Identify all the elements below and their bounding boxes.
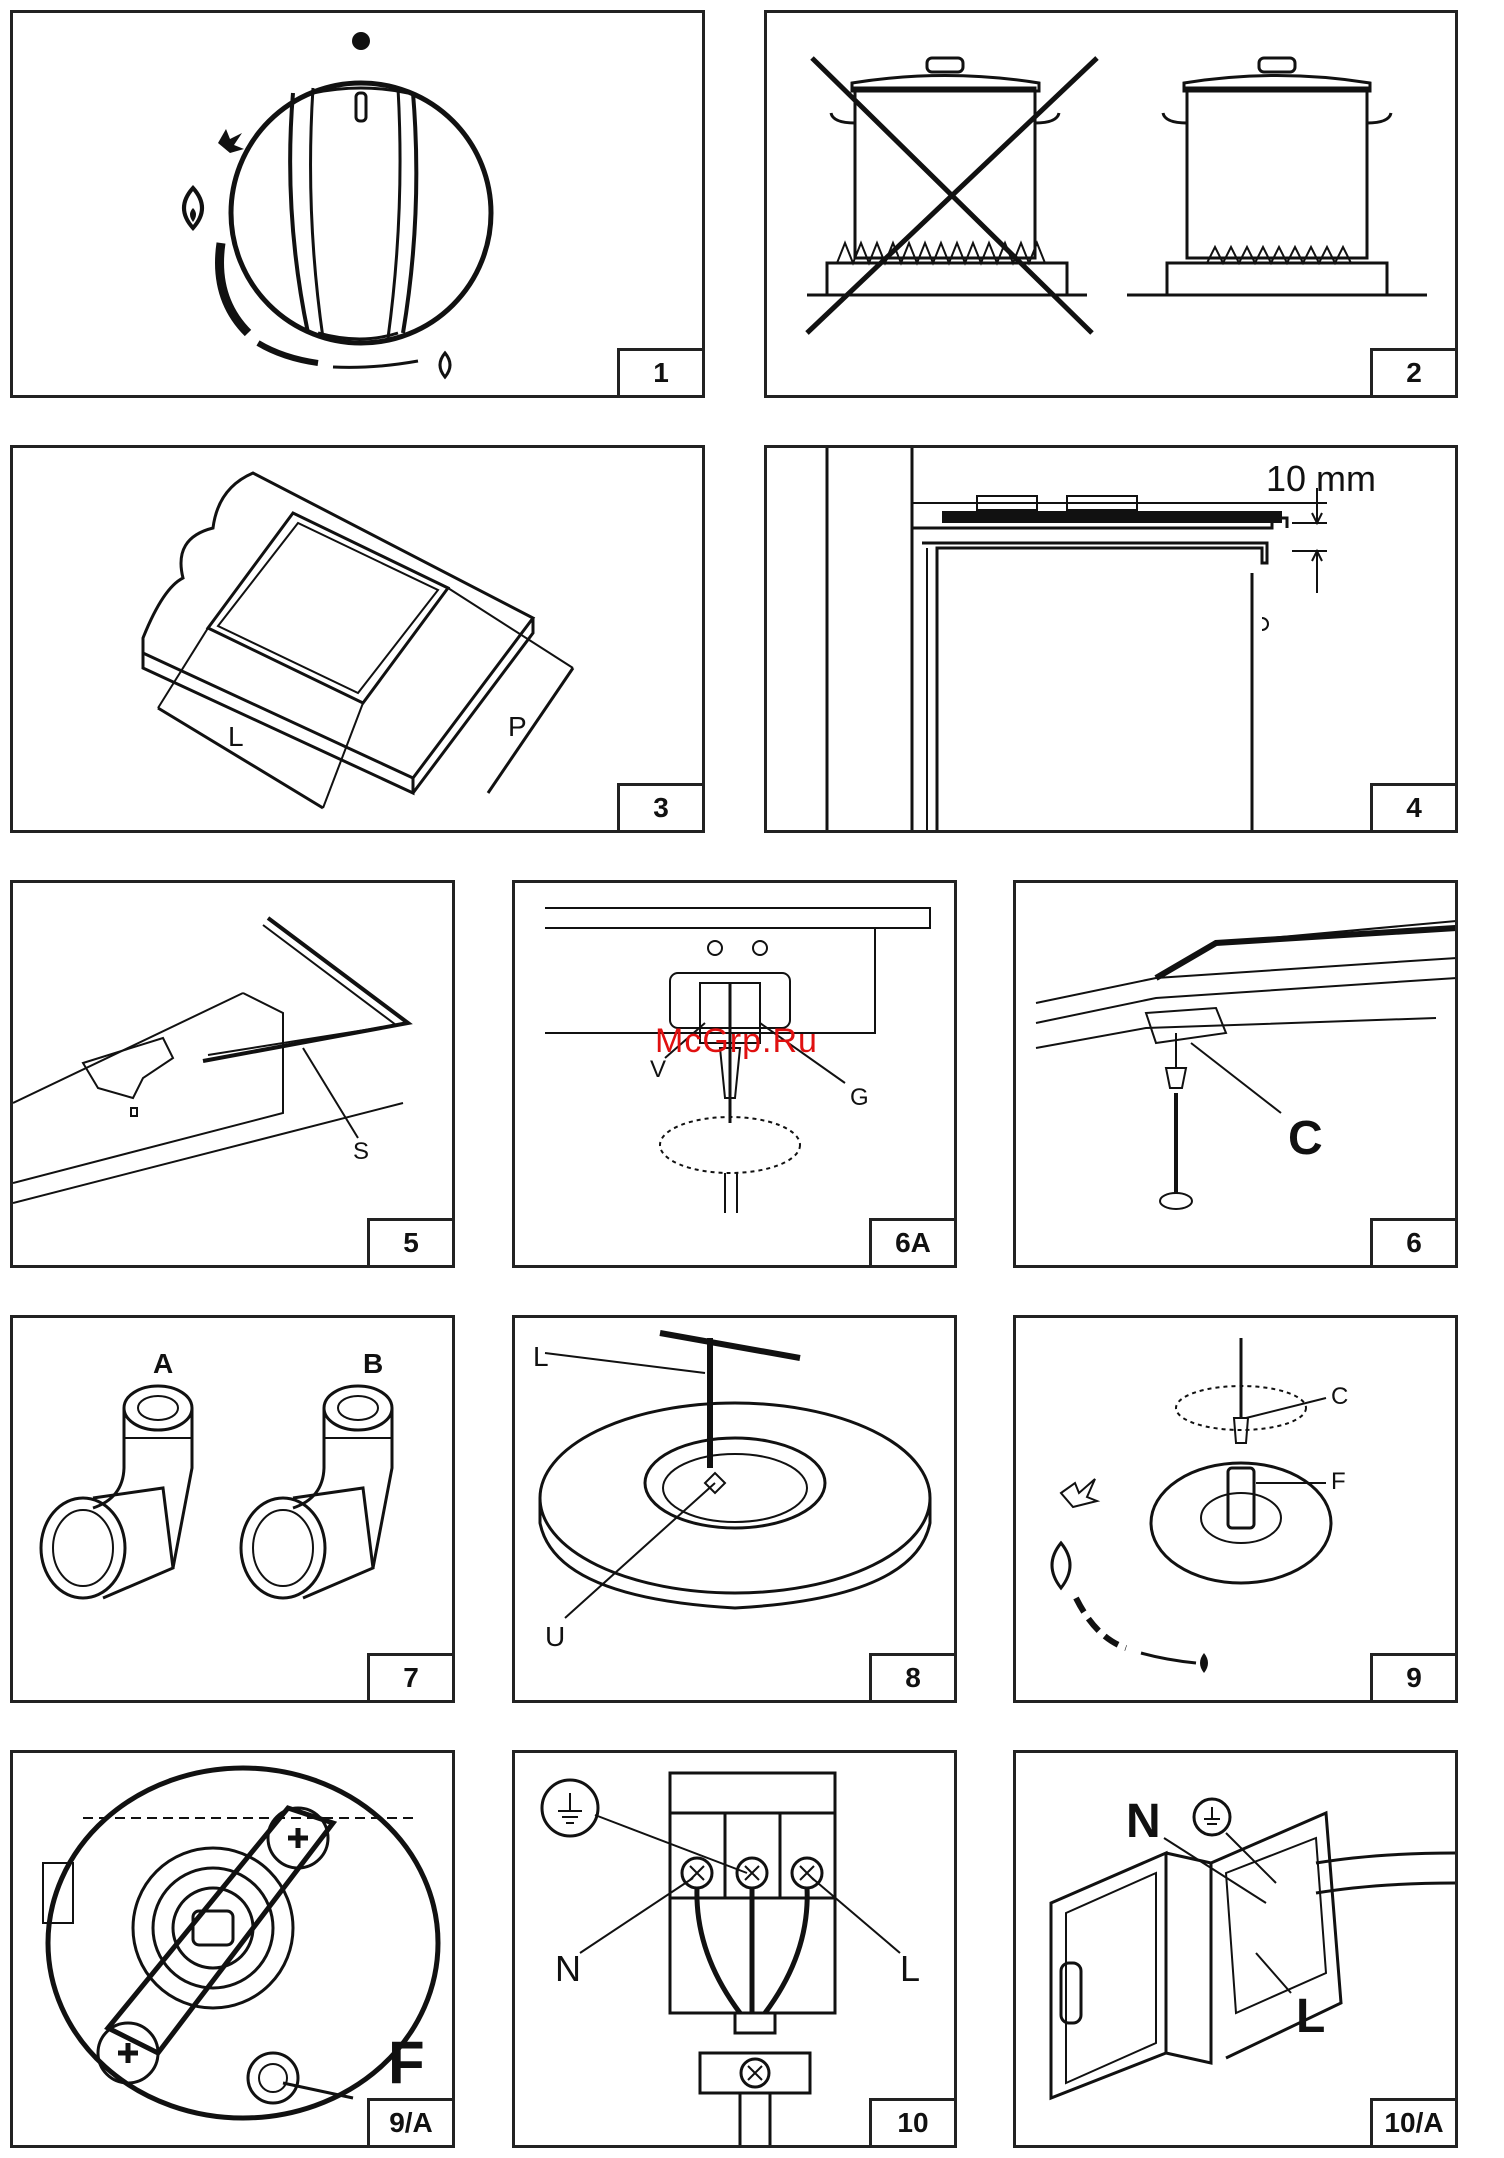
hob-clearance-illustration <box>767 448 1456 831</box>
fixing-bracket-illustration <box>515 883 955 1266</box>
minimum-flame-adjust-illustration <box>1016 1318 1456 1701</box>
part-label-v: V <box>650 1058 666 1082</box>
live-label-l: L <box>900 1951 920 1987</box>
pot-on-burner-illustration <box>767 13 1456 396</box>
terminal-block-illustration <box>515 1753 955 2146</box>
figure-number: 6 <box>1370 1218 1458 1268</box>
watermark: McGrp.Ru <box>655 1022 818 1061</box>
figure-3-panel: L P 3 <box>10 445 705 833</box>
fitting-label-a: A <box>153 1350 173 1378</box>
bypass-label-f: F <box>388 2033 425 2093</box>
figure-number: 10/A <box>1370 2098 1458 2148</box>
live-label-l: L <box>1296 1993 1325 2041</box>
figure-1-panel: 1 <box>10 10 705 398</box>
injector-label-u: U <box>545 1623 565 1651</box>
figure-6a-panel: V G 6A <box>512 880 957 1268</box>
tap-detail-illustration <box>13 1753 453 2146</box>
figure-9a-panel: F 9/A <box>10 1750 455 2148</box>
neutral-label-n: N <box>555 1951 581 1987</box>
cable-box-illustration <box>1016 1753 1456 2146</box>
figure-number: 6A <box>869 1218 957 1268</box>
worktop-cutout-illustration <box>13 448 703 831</box>
clamp-label-c: C <box>1288 1115 1323 1163</box>
part-label-g: G <box>850 1086 869 1110</box>
screwdriver-label-c: C <box>1331 1385 1348 1409</box>
control-knob-illustration <box>13 13 703 396</box>
bypass-screw-label-f: F <box>1331 1470 1346 1494</box>
figure-number: 8 <box>869 1653 957 1703</box>
seal-strip-illustration <box>13 883 453 1266</box>
elbow-fittings-illustration <box>13 1318 453 1701</box>
figure-number: 3 <box>617 783 705 833</box>
figure-number: 5 <box>367 1218 455 1268</box>
figure-number: 9 <box>1370 1653 1458 1703</box>
neutral-label-n: N <box>1126 1798 1161 1846</box>
figure-8-panel: L U 8 <box>512 1315 957 1703</box>
figure-6-panel: C 6 <box>1013 880 1458 1268</box>
tool-label-l: L <box>533 1343 549 1371</box>
figure-5-panel: S 5 <box>10 880 455 1268</box>
clearance-dimension: 10 mm <box>1266 461 1376 497</box>
dimension-label-l: L <box>228 723 244 751</box>
figure-number: 7 <box>367 1653 455 1703</box>
figure-number: 4 <box>1370 783 1458 833</box>
hob-clamp-illustration <box>1016 883 1456 1266</box>
figure-number: 1 <box>617 348 705 398</box>
dimension-label-p: P <box>508 713 527 741</box>
figure-7-panel: A B 7 <box>10 1315 455 1703</box>
figure-10a-panel: N L 10/A <box>1013 1750 1458 2148</box>
figure-9-panel: C F 9 <box>1013 1315 1458 1703</box>
figure-2-panel: 2 <box>764 10 1458 398</box>
seal-label-s: S <box>353 1140 369 1164</box>
fitting-label-b: B <box>363 1350 383 1378</box>
figure-number: 2 <box>1370 348 1458 398</box>
figure-number: 10 <box>869 2098 957 2148</box>
figure-number: 9/A <box>367 2098 455 2148</box>
figure-10-panel: N L 10 <box>512 1750 957 2148</box>
figure-4-panel: 10 mm 4 <box>764 445 1458 833</box>
burner-injector-illustration <box>515 1318 955 1701</box>
